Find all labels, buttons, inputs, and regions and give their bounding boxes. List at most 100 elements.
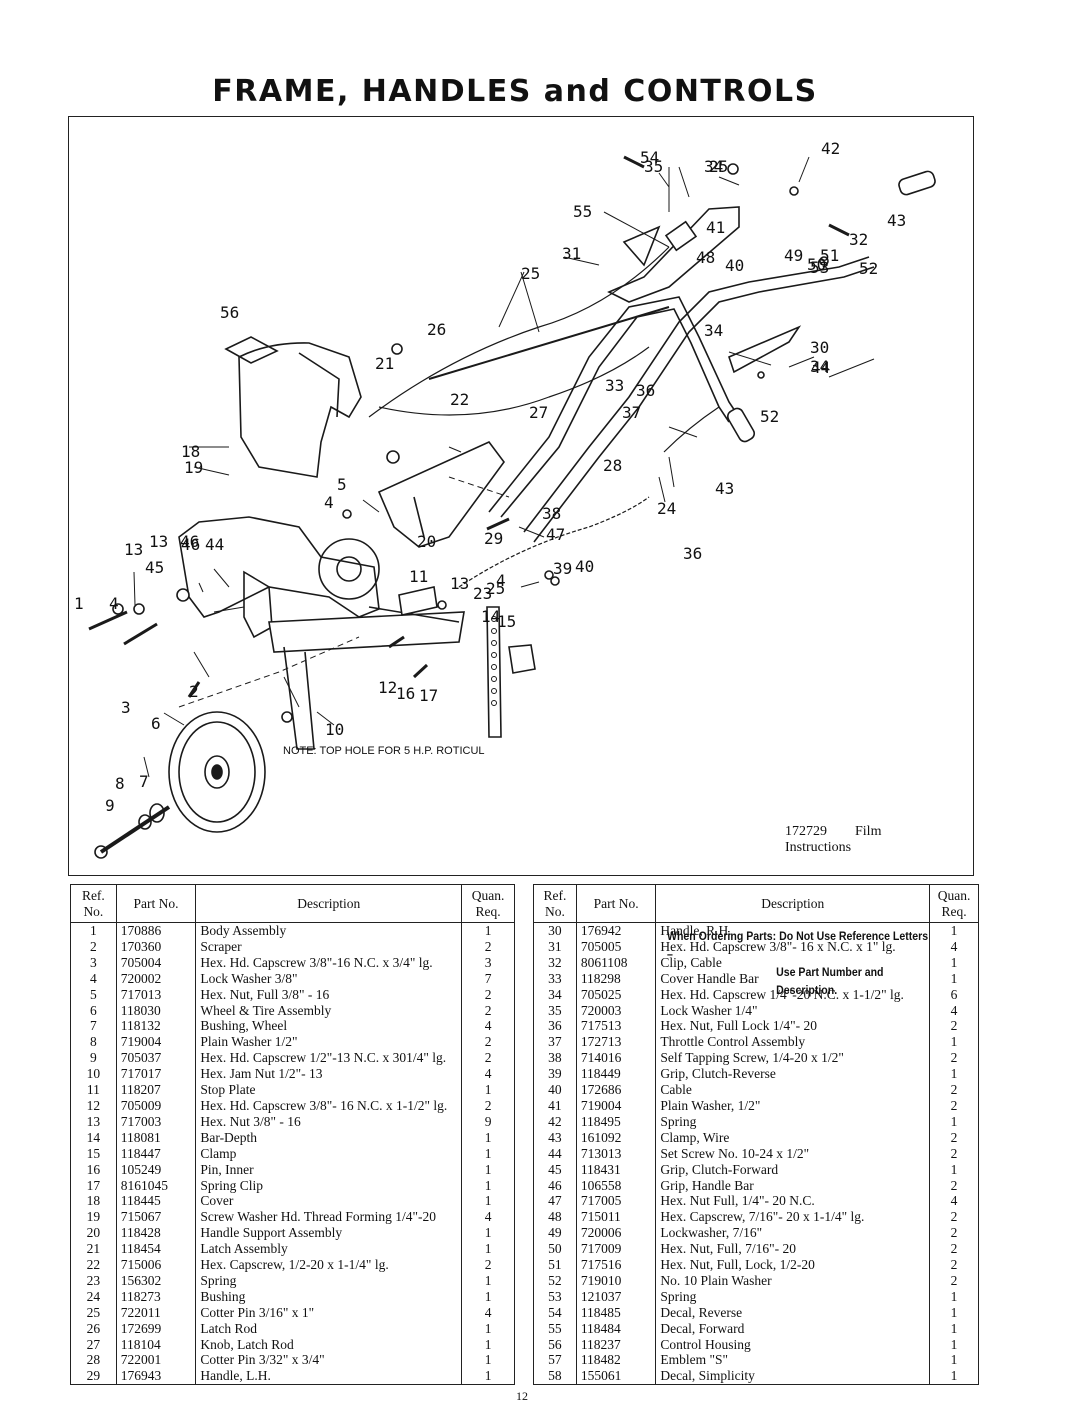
part-no-cell: 705009 xyxy=(115,1097,197,1114)
handle-support-shape xyxy=(377,441,505,548)
quantity-cell: 2 xyxy=(929,1050,979,1067)
description-cell: No. 10 Plain Washer xyxy=(655,1272,931,1289)
callout: 44 xyxy=(205,535,224,554)
header-ref-no: Ref. No. xyxy=(70,884,117,923)
part-no-cell: 722011 xyxy=(115,1304,197,1321)
header-ref-no: Ref. No. xyxy=(533,884,577,923)
ref-no-cell: 45 xyxy=(533,1161,577,1178)
quantity-cell: 1 xyxy=(929,1304,979,1321)
callout: 5 xyxy=(337,475,347,494)
description-cell: Hex. Nut, Full Lock 1/4"- 20 xyxy=(655,1018,931,1035)
callout: 47 xyxy=(546,525,565,544)
ref-no-cell: 18 xyxy=(70,1193,117,1210)
description-cell: Spring xyxy=(655,1288,931,1305)
callout: 2 xyxy=(189,682,199,701)
description-cell: Grip, Clutch-Forward xyxy=(655,1161,931,1178)
description-cell: Grip, Clutch-Reverse xyxy=(655,1066,931,1083)
part-no-cell: 118132 xyxy=(115,1018,197,1035)
callout: 9 xyxy=(105,796,115,815)
header-part-no: Part No. xyxy=(115,884,197,923)
quantity-cell: 1 xyxy=(929,1336,979,1353)
callout: 56 xyxy=(220,303,239,322)
part-no-cell: 172699 xyxy=(115,1320,197,1337)
ref-no-cell: 2 xyxy=(70,938,117,955)
callout: 36 xyxy=(636,381,655,400)
part-no-cell: 121037 xyxy=(575,1288,657,1305)
callout: 46 xyxy=(180,532,199,551)
description-cell: Hex. Hd. Capscrew 3/8"-16 N.C. x 3/4" lg… xyxy=(195,954,463,971)
quantity-cell: 1 xyxy=(461,1145,515,1162)
quantity-cell: 1 xyxy=(929,1113,979,1130)
description-cell: Bar-Depth xyxy=(195,1129,463,1146)
part-no-cell: 705004 xyxy=(115,954,197,971)
ref-no-cell: 58 xyxy=(533,1368,577,1386)
callout: 40 xyxy=(575,557,594,576)
quantity-cell: 1 xyxy=(929,1320,979,1337)
description-cell: Lock Washer 1/4" xyxy=(655,1002,931,1019)
callout: 34 xyxy=(810,357,829,376)
part-no-cell: 720003 xyxy=(575,1002,657,1019)
quantity-cell: 2 xyxy=(929,1177,979,1194)
description-cell: Handle, L.H. xyxy=(195,1368,463,1386)
description-cell: Handle Support Assembly xyxy=(195,1225,463,1242)
part-no-cell: 170360 xyxy=(115,938,197,955)
callout: 54 xyxy=(640,148,659,167)
callout: 46 xyxy=(181,535,200,554)
description-cell: Stop Plate xyxy=(195,1082,463,1098)
description-cell: Hex. Hd. Capscrew 3/8"- 16 x N.C. x 1" l… xyxy=(655,938,931,955)
description-cell: Plain Washer 1/2" xyxy=(195,1034,463,1051)
ref-no-cell: 29 xyxy=(70,1368,117,1386)
part-no-cell: 118445 xyxy=(115,1193,197,1210)
part-no-cell: 161092 xyxy=(575,1129,657,1146)
callout: 35 xyxy=(644,157,663,176)
quantity-cell: 1 xyxy=(929,1368,979,1386)
quantity-cell: 4 xyxy=(929,938,979,955)
quantity-cell: 1 xyxy=(461,1161,515,1178)
description-cell: Clamp xyxy=(195,1145,463,1162)
quantity-cell: 9 xyxy=(461,1113,515,1130)
quantity-cell: 1 xyxy=(461,922,515,939)
quantity-cell: 4 xyxy=(461,1209,515,1226)
part-no-cell: 176942 xyxy=(575,922,657,939)
callout: 25 xyxy=(486,579,505,598)
callout: 37 xyxy=(622,403,641,422)
ref-no-cell: 14 xyxy=(70,1129,117,1146)
quantity-cell: 2 xyxy=(929,1209,979,1226)
ref-no-cell: 44 xyxy=(533,1145,577,1162)
description-cell: Cotter Pin 3/32" x 3/4" xyxy=(195,1352,463,1369)
callout: 30 xyxy=(810,338,829,357)
description-cell: Bushing, Wheel xyxy=(195,1018,463,1035)
quantity-cell: 2 xyxy=(929,1018,979,1035)
ref-no-cell: 9 xyxy=(70,1050,117,1067)
part-no-cell: 717009 xyxy=(575,1241,657,1258)
ref-no-cell: 55 xyxy=(533,1320,577,1337)
part-no-cell: 118030 xyxy=(115,1002,197,1019)
part-no-cell: 172686 xyxy=(575,1082,657,1098)
part-no-cell: 705037 xyxy=(115,1050,197,1067)
description-cell: Hex. Hd. Capscrew 3/8"- 16 N.C. x 1-1/2"… xyxy=(195,1097,463,1114)
control-housing-shape xyxy=(607,206,740,303)
quantity-cell: 2 xyxy=(461,1034,515,1051)
description-cell: Spring xyxy=(655,1113,931,1130)
description-cell: Decal, Forward xyxy=(655,1320,931,1337)
ref-no-cell: 41 xyxy=(533,1097,577,1114)
part-no-cell: 719004 xyxy=(115,1034,197,1051)
quantity-cell: 2 xyxy=(929,1097,979,1114)
description-cell: Plain Washer, 1/2" xyxy=(655,1097,931,1114)
header-description: Description xyxy=(195,884,463,923)
